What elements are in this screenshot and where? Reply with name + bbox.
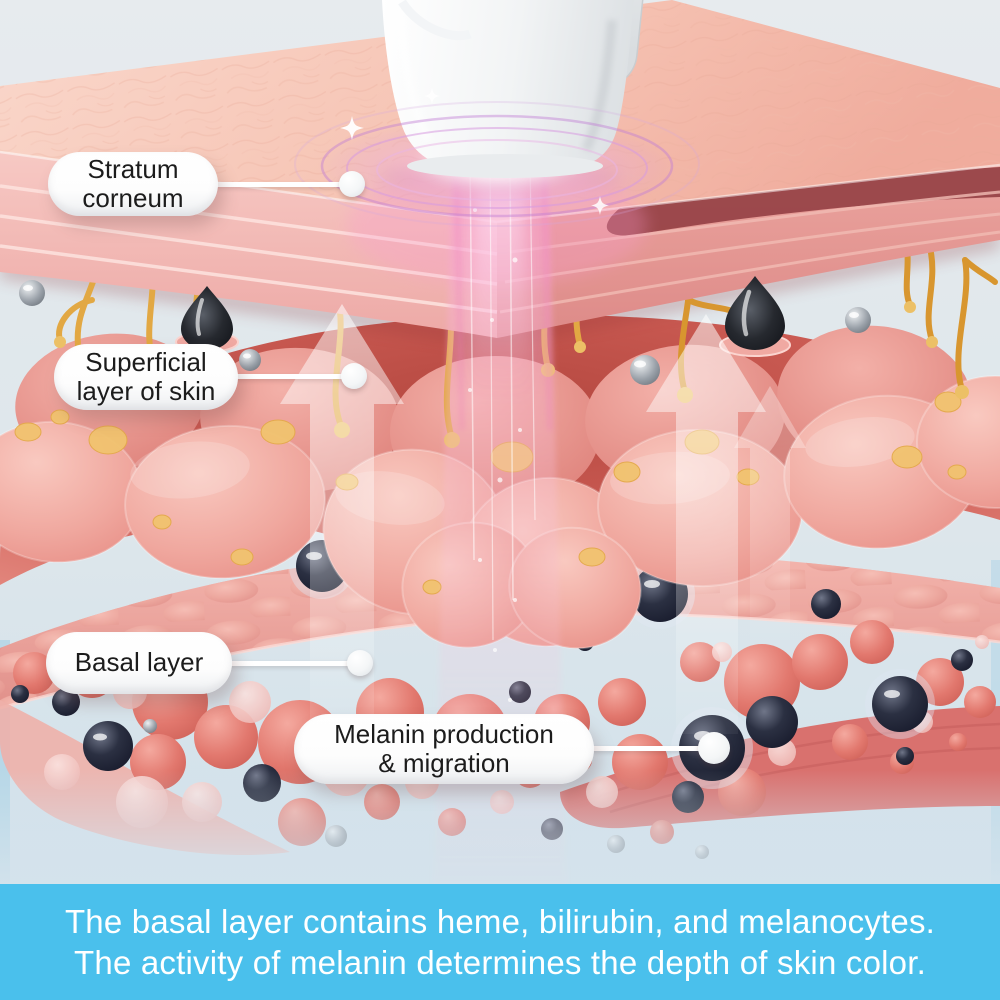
glow-rings <box>294 101 700 227</box>
melanin-cones <box>175 276 791 357</box>
label-melanin-production: Melanin production & migration <box>294 714 594 784</box>
label-text: & migration <box>378 748 510 778</box>
up-arrow-right <box>646 314 766 734</box>
label-superficial-connector <box>232 374 354 379</box>
caption-line-1: The basal layer contains heme, bilirubin… <box>64 902 936 940</box>
label-superficial-dot <box>341 363 367 389</box>
up-arrow-left <box>280 304 404 742</box>
label-stratum-dot <box>339 171 365 197</box>
device-collar <box>398 0 472 41</box>
label-text: layer of skin <box>76 376 216 406</box>
device-body-shade <box>581 19 617 153</box>
slab-dark-band <box>606 167 1000 236</box>
label-melanin-connector <box>588 746 714 751</box>
label-basal-layer: Basal layer <box>46 632 232 694</box>
label-basal-connector <box>226 661 360 666</box>
label-stratum-connector <box>210 182 352 187</box>
caption-line-2: The activity of melanin determines the d… <box>74 943 926 981</box>
beam-sparkle-dots <box>468 208 522 702</box>
label-text: Stratum <box>87 153 179 184</box>
device-body-highlight <box>396 9 432 142</box>
label-text: Basal layer <box>74 647 204 678</box>
melanosome-spheres <box>19 280 871 385</box>
migration-arrows <box>280 304 806 742</box>
sparkles <box>340 88 609 215</box>
device-foot <box>407 154 603 178</box>
beam-streaks <box>469 149 536 641</box>
label-melanin-dot <box>698 732 730 764</box>
caption-banner: The basal layer contains heme, bilirubin… <box>0 884 1000 1000</box>
label-text: Superficial <box>85 346 207 377</box>
label-superficial-layer: Superficial layer of skin <box>54 344 238 410</box>
label-text: Melanin production <box>334 718 554 749</box>
up-arrow-small <box>734 386 806 640</box>
label-stratum-corneum: Stratum corneum <box>48 152 218 216</box>
ipl-device <box>382 0 652 178</box>
label-basal-dot <box>347 650 373 676</box>
label-text: corneum <box>82 183 184 213</box>
